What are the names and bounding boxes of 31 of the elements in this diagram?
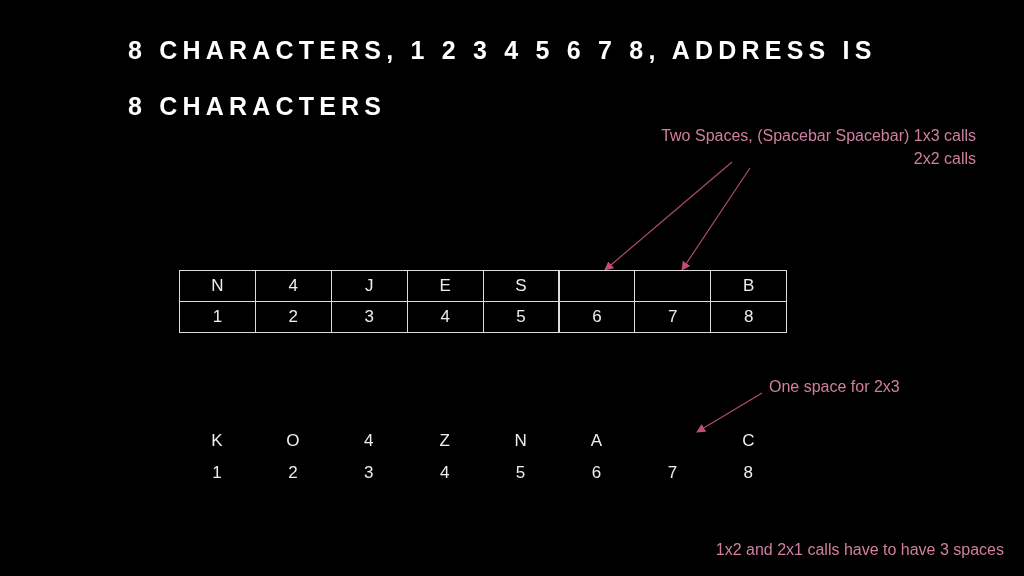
position-number: 2 [287, 463, 299, 483]
title: 8 CHARACTERS, 1 2 3 4 5 6 7 8, ADDRESS IS 8 CHARACTERS [128, 35, 878, 122]
table-cell: 5 [482, 301, 560, 333]
leader-arrow [604, 161, 733, 271]
character: A [589, 431, 604, 451]
leader-arrow [681, 167, 751, 271]
position-number: 3 [363, 463, 375, 483]
position-number: 4 [438, 463, 451, 483]
position-number: 5 [514, 463, 527, 483]
position-number: 1 [211, 463, 223, 483]
character: K [210, 431, 224, 451]
character: N [513, 431, 528, 451]
note: 1x2 and 2x1 calls have to have 3 spaces [714, 541, 1004, 559]
annotation: Two Spaces, (Spacebar Spacebar) 1x3 calls [660, 126, 976, 146]
table-cell: 6 [558, 301, 636, 333]
annotation: One space for 2x3 [769, 375, 939, 398]
character: C [741, 431, 756, 451]
position-number: 8 [742, 463, 755, 483]
empty-table-cell [558, 270, 636, 302]
position-number: 6 [590, 463, 603, 483]
character: 4 [363, 431, 375, 451]
table-cell: S [482, 270, 560, 302]
annotation: 2x2 calls [912, 149, 976, 169]
table-cell: 8 [710, 301, 788, 333]
table-cell: B [710, 270, 788, 302]
table-cell: N [179, 270, 256, 302]
leader-arrow [696, 392, 763, 433]
table-cell: 1 [179, 301, 256, 333]
character: Z [438, 431, 451, 451]
position-number: 7 [666, 463, 679, 483]
character: O [285, 431, 301, 451]
